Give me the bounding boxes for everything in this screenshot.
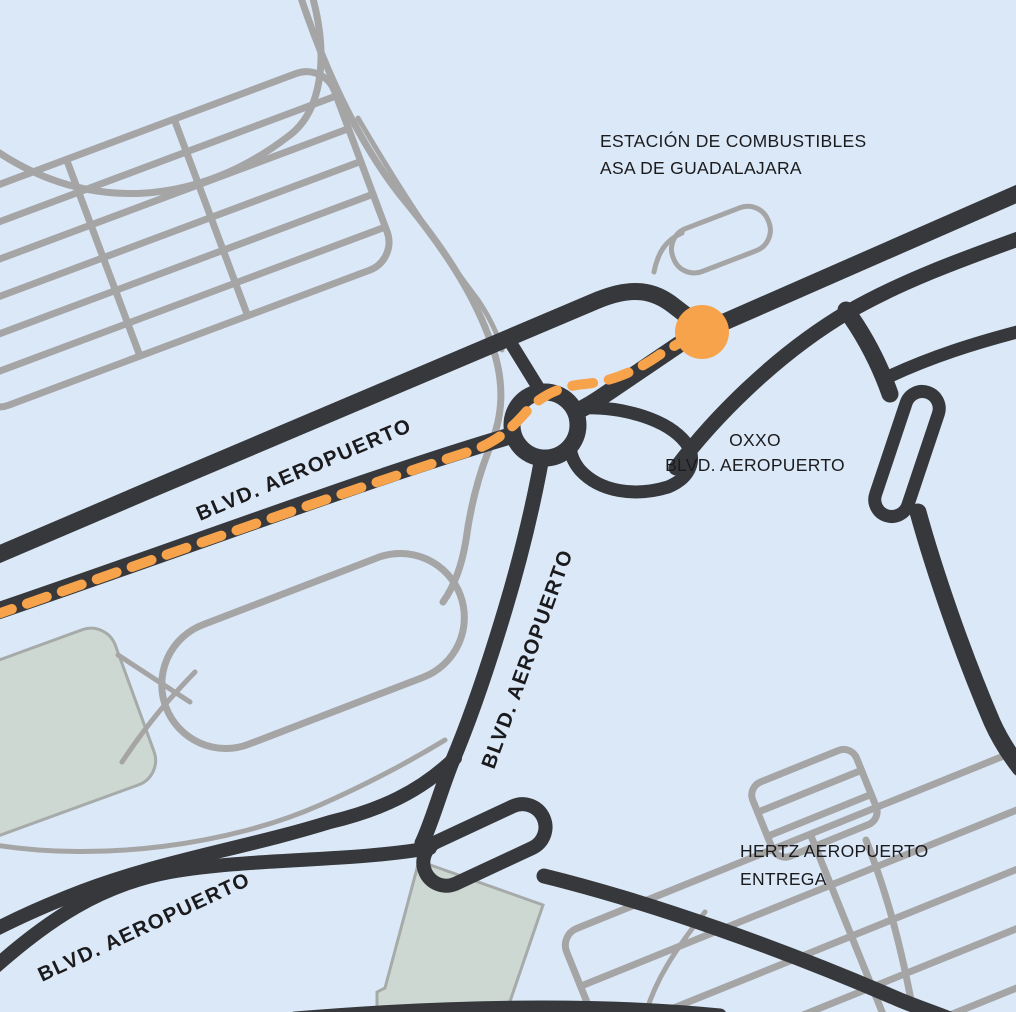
- road-top-to-interchange: [298, 0, 505, 606]
- poi-fuel-station-line1[interactable]: ESTACIÓN DE COMBUSTIBLES: [600, 130, 867, 151]
- gas-station-loop: [669, 203, 773, 276]
- blvd-aeropuerto-sw-upper: [0, 751, 462, 935]
- blvd-aeropuerto-southbound: [414, 432, 553, 851]
- divided-road-median: [868, 384, 946, 524]
- road-top-curve: [0, 0, 325, 197]
- roundabout-north-spur: [505, 338, 548, 399]
- bottom-edge-road: [292, 1000, 726, 1012]
- oxxo-loop: [563, 401, 699, 499]
- blvd-aeropuerto-nw-carriageway: [0, 282, 709, 564]
- blvd-aeropuerto-sw-lower: [0, 841, 437, 973]
- service-oval-loop: [158, 549, 468, 752]
- parking-grid-northwest: [0, 68, 393, 411]
- frontage-curve-southwest: [0, 737, 448, 855]
- hertz-parking-block: [748, 745, 881, 861]
- poi-oxxo-line2[interactable]: BLVD. AEROPUERTO: [665, 455, 845, 475]
- poi-hertz-line2[interactable]: ENTREGA: [740, 869, 827, 889]
- road-crossing-spur: [355, 115, 505, 353]
- poi-fuel-station-line2[interactable]: ASA DE GUADALAJARA: [600, 158, 802, 178]
- east-branch-road: [879, 325, 1016, 385]
- poi-hertz-line1[interactable]: HERTZ AEROPUERTO: [740, 841, 929, 861]
- parcel-terminal: [375, 859, 545, 1012]
- poi-oxxo-line1[interactable]: OXXO: [729, 430, 781, 450]
- hertz-access-road: [862, 836, 917, 1012]
- oval-connector-a: [115, 652, 193, 705]
- divided-road-exit: [909, 503, 1016, 776]
- oval-connector-b: [119, 669, 198, 765]
- destination-marker[interactable]: [675, 305, 729, 359]
- road-to-bottom-right: [536, 868, 953, 1012]
- parcel-west: [0, 626, 158, 844]
- uturn-loop-south: [416, 797, 553, 893]
- route-dashes: [0, 333, 693, 619]
